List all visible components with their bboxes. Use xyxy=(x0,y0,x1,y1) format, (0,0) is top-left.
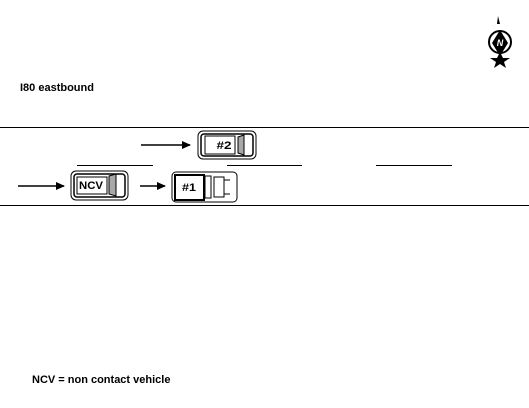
vehicle-1-label: #1 xyxy=(182,182,196,194)
vehicle-2: #2 xyxy=(197,130,257,160)
vehicle-ncv-label: NCV xyxy=(79,180,104,192)
compass-letter: N xyxy=(497,38,504,48)
vehicle-1: #1 xyxy=(171,171,238,203)
road-label: I80 eastbound xyxy=(20,82,94,94)
north-compass-icon: N xyxy=(488,16,512,68)
vehicle-2-label: #2 xyxy=(217,140,232,152)
vehicle-ncv: NCV xyxy=(70,170,129,201)
legend-note: NCV = non contact vehicle xyxy=(32,374,170,386)
